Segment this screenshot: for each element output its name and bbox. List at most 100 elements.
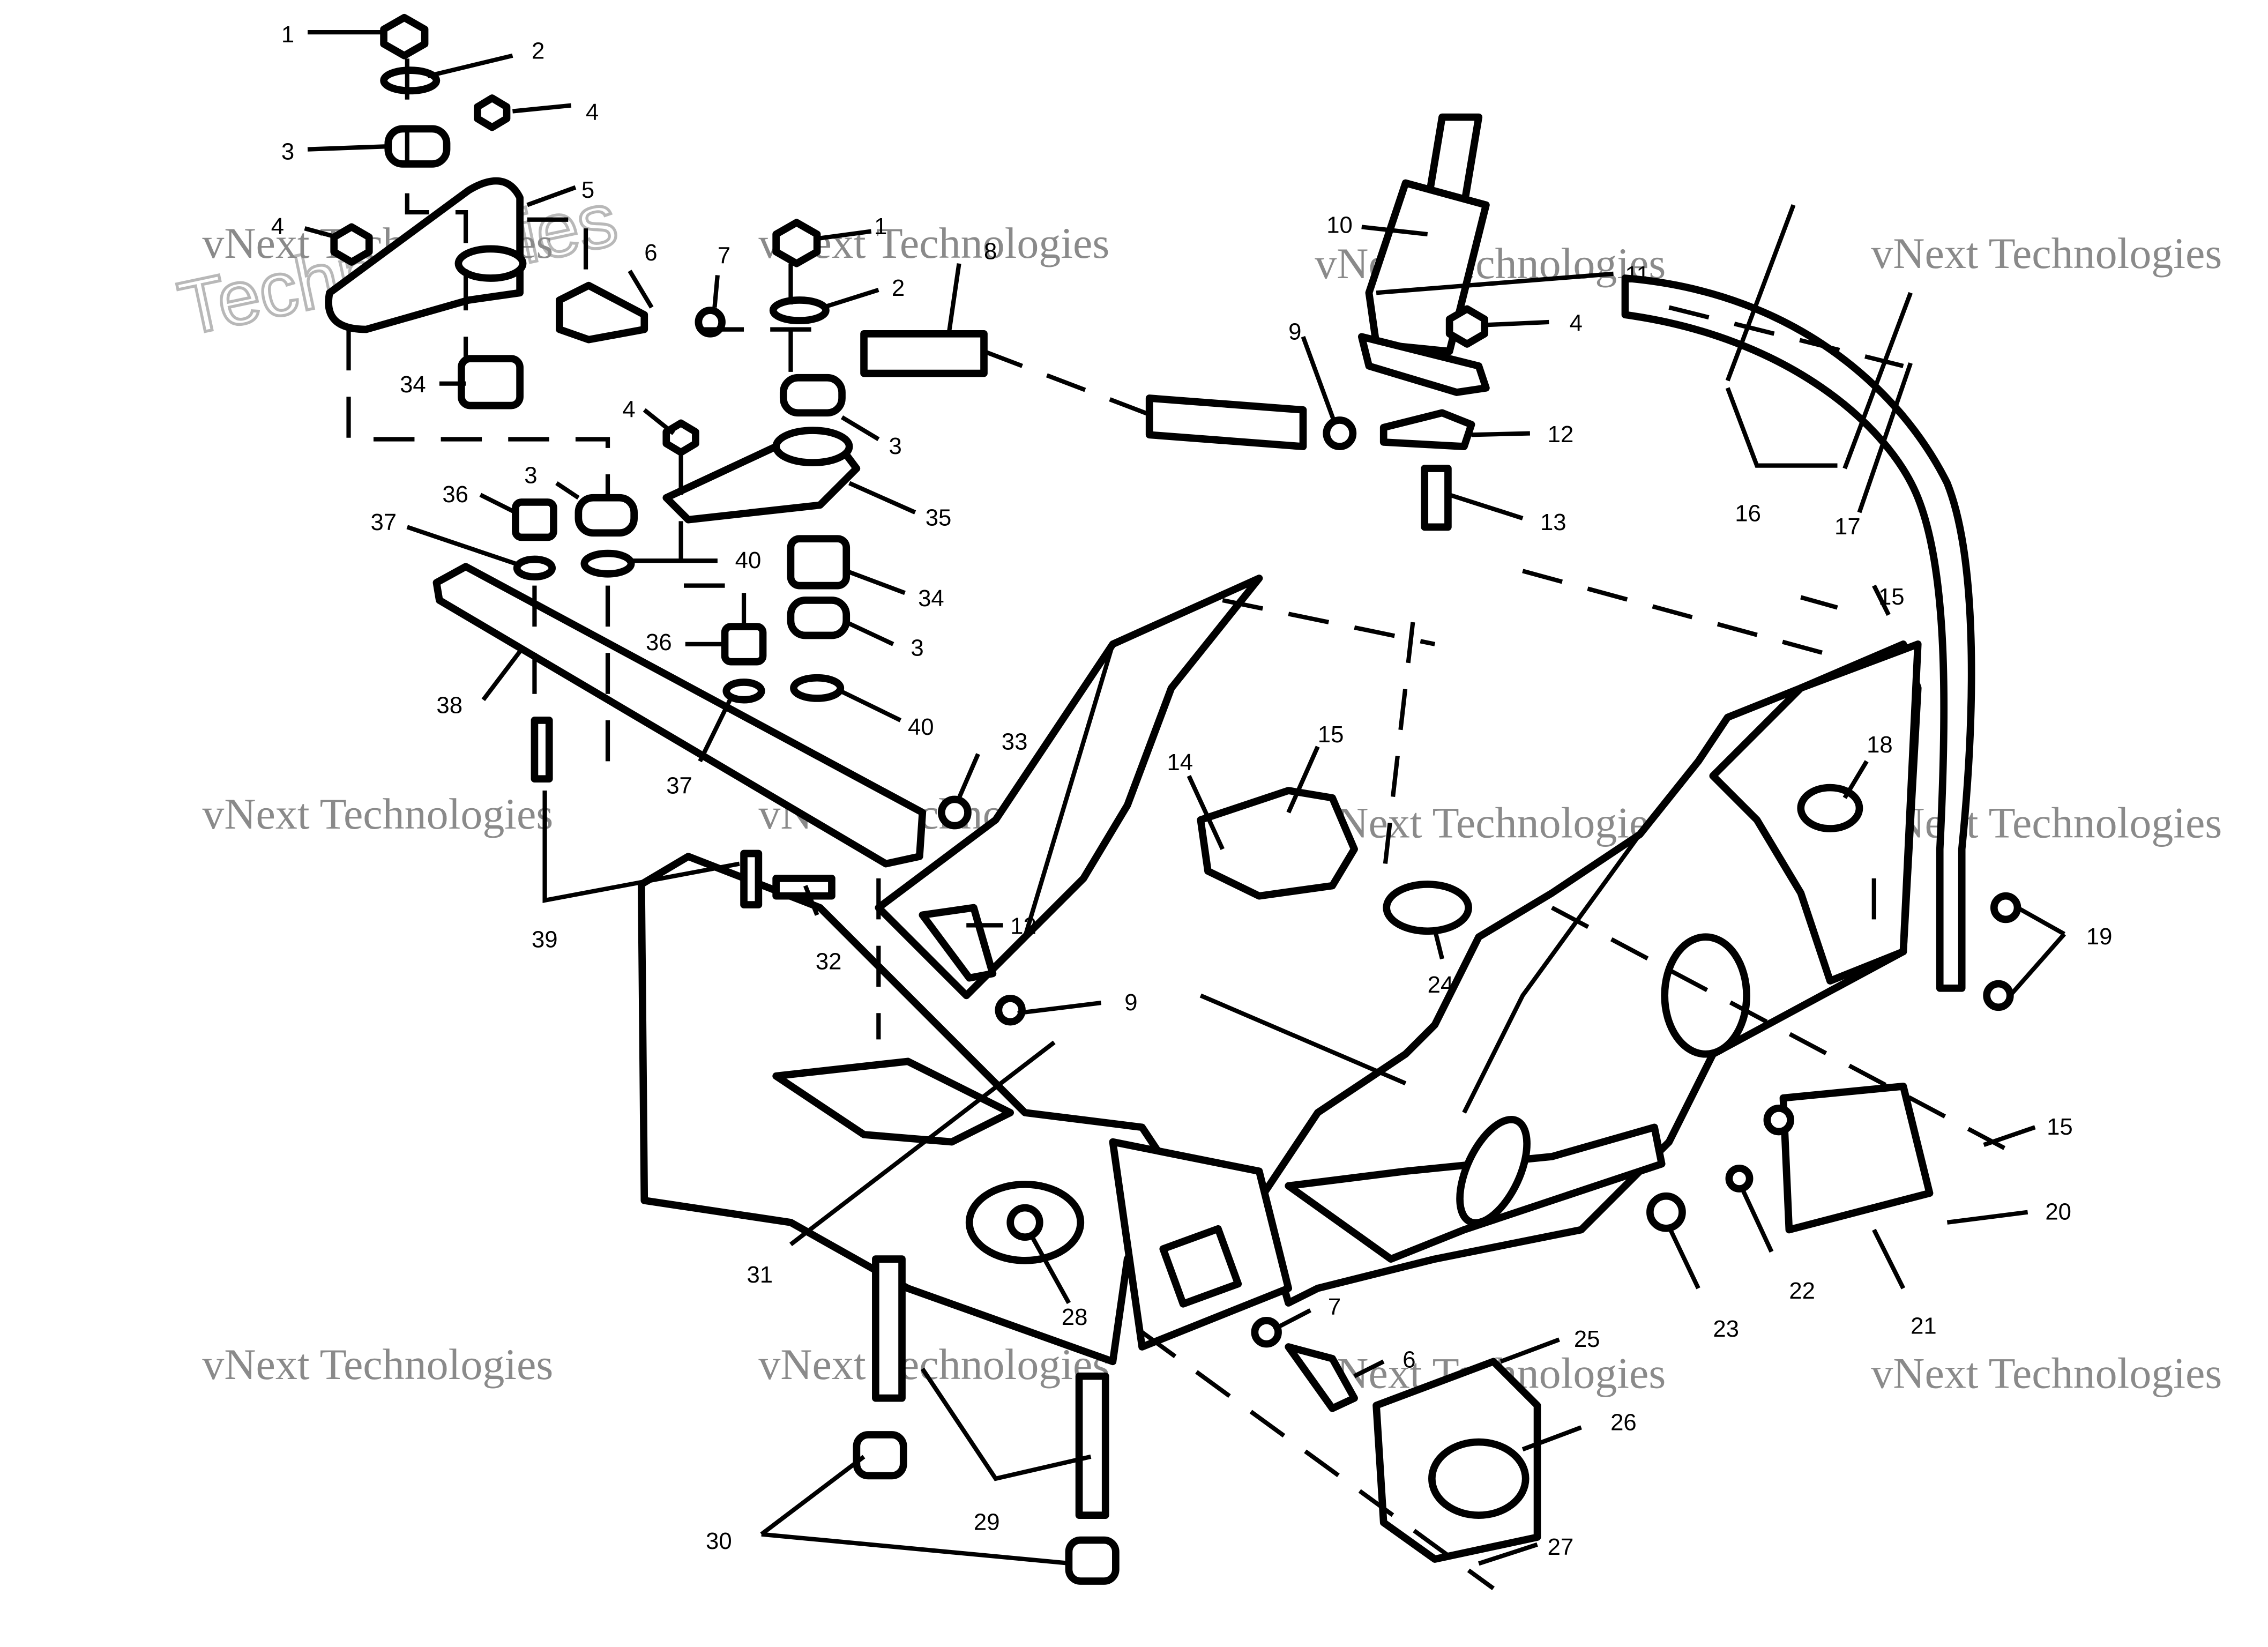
callout-19: 19 (2086, 923, 2113, 950)
washer-2 (380, 66, 441, 95)
callout-9: 9 (1288, 319, 1301, 345)
bushing-36 (512, 498, 557, 541)
spacer-34b (787, 535, 850, 590)
callout-31: 31 (747, 1262, 773, 1288)
bulkhead-hole (1661, 933, 1750, 1058)
callout-2: 2 (532, 38, 544, 64)
washer-37b (722, 679, 765, 704)
callout-24: 24 (1428, 972, 1454, 998)
callout-26: 26 (1610, 1410, 1637, 1436)
washer-22 (1725, 1164, 1754, 1193)
tie-rod-end-12 (1379, 409, 1475, 450)
callout-11: 11 (1625, 262, 1649, 288)
callout-37: 37 (370, 509, 397, 535)
frame-assembly (638, 575, 1922, 1366)
assembly-lines (346, 58, 2021, 1591)
tie-rod-end-6b (1285, 1343, 1358, 1412)
leader-lines (304, 29, 2066, 1566)
callout-labels: 1 2 3 4 4 5 6 7 1 2 8 10 11 4 9 12 13 16… (271, 21, 2113, 1560)
callout-37: 37 (666, 773, 692, 799)
tie-rod-tube (860, 330, 988, 377)
callout-39: 39 (532, 926, 558, 952)
watermark-mark: vNext Technologies (1871, 229, 2222, 278)
frame-edge-lines (1023, 643, 1642, 1114)
tie-rod-tube-b (1145, 394, 1307, 450)
bolt-13 (1421, 465, 1452, 531)
callout-20: 20 (2045, 1198, 2071, 1225)
washer-40b (790, 674, 845, 702)
callout-16: 16 (1735, 500, 1761, 526)
callout-29: 29 (974, 1509, 1000, 1535)
callout-4: 4 (586, 99, 599, 125)
bolt-39b (740, 849, 763, 908)
nut-9 (1323, 416, 1357, 450)
nut-1b (772, 219, 821, 267)
callout-1: 1 (874, 213, 887, 240)
nut-33 (937, 795, 972, 830)
callout-40: 40 (735, 547, 762, 573)
callout-4: 4 (1570, 310, 1583, 336)
watermark-mark: vNext Technologies (1871, 1349, 2222, 1398)
mount-18 (1797, 784, 1863, 832)
callout-13: 13 (1540, 509, 1566, 535)
callout-15: 15 (1318, 721, 1344, 748)
callout-34: 34 (400, 371, 426, 398)
nut-9b (995, 995, 1026, 1026)
callout-5: 5 (581, 177, 594, 203)
callout-2: 2 (892, 275, 905, 301)
bumper-tube (1621, 274, 1975, 992)
bracket-21 (1779, 1082, 1934, 1234)
callout-28: 28 (1062, 1304, 1088, 1330)
bushing-3c (575, 494, 638, 537)
callout-18: 18 (1867, 732, 1893, 758)
callout-7: 7 (1328, 1294, 1341, 1320)
callout-4: 4 (271, 213, 284, 240)
callout-38: 38 (436, 692, 462, 718)
callout-12: 12 (1548, 421, 1574, 448)
floor-slot (1456, 1116, 1531, 1227)
callout-7: 7 (718, 243, 730, 269)
callout-35: 35 (926, 505, 952, 531)
callout-10: 10 (1326, 212, 1353, 238)
steering-arm-upper (325, 177, 524, 333)
arm-boss-lower (772, 427, 853, 467)
callout-9: 9 (1124, 989, 1137, 1016)
callout-34: 34 (918, 585, 944, 612)
callout-27: 27 (1548, 1534, 1574, 1560)
bushing-3 (384, 125, 451, 168)
bushing-3b (779, 374, 846, 417)
drag-link-edge (438, 598, 887, 866)
arm-boss (454, 245, 527, 282)
callout-4: 4 (622, 396, 635, 422)
watermark-mark: vNext Technologies (1871, 798, 2222, 847)
watermark-mark: vNext Technologies (202, 1340, 553, 1389)
bolt-39 (531, 717, 553, 783)
nut-4b (330, 223, 373, 266)
watermark-mark: vNext Technologies (758, 1340, 1109, 1389)
callout-6: 6 (1402, 1346, 1415, 1373)
steering-post-bracket (1365, 179, 1490, 355)
watermark-mark: vNext Technologies (1315, 239, 1666, 288)
nut-4 (474, 94, 511, 131)
bushing-3d (787, 597, 850, 639)
callout-3: 3 (889, 433, 901, 459)
bracket-window (1159, 1225, 1242, 1308)
nut-30 (853, 1431, 907, 1480)
watermark-mark: vNext Technologies (1315, 798, 1666, 847)
callout-3: 3 (911, 635, 923, 661)
callout-3: 3 (281, 139, 294, 165)
callout-21: 21 (1911, 1313, 1937, 1339)
nut-4d (1445, 305, 1489, 348)
knob-23 (1646, 1192, 1686, 1232)
tie-rod-end-6 (556, 281, 648, 344)
callout-8: 8 (984, 238, 997, 264)
washer-2b (769, 296, 830, 325)
nut-19 (1990, 892, 2021, 923)
washer-40 (580, 549, 635, 578)
callout-36: 36 (646, 629, 672, 655)
watermark-mark: vNext Technologies (202, 789, 553, 838)
nut-7b (1251, 1317, 1282, 1348)
callout-12: 12 (1010, 913, 1036, 940)
callout-36: 36 (442, 481, 468, 508)
